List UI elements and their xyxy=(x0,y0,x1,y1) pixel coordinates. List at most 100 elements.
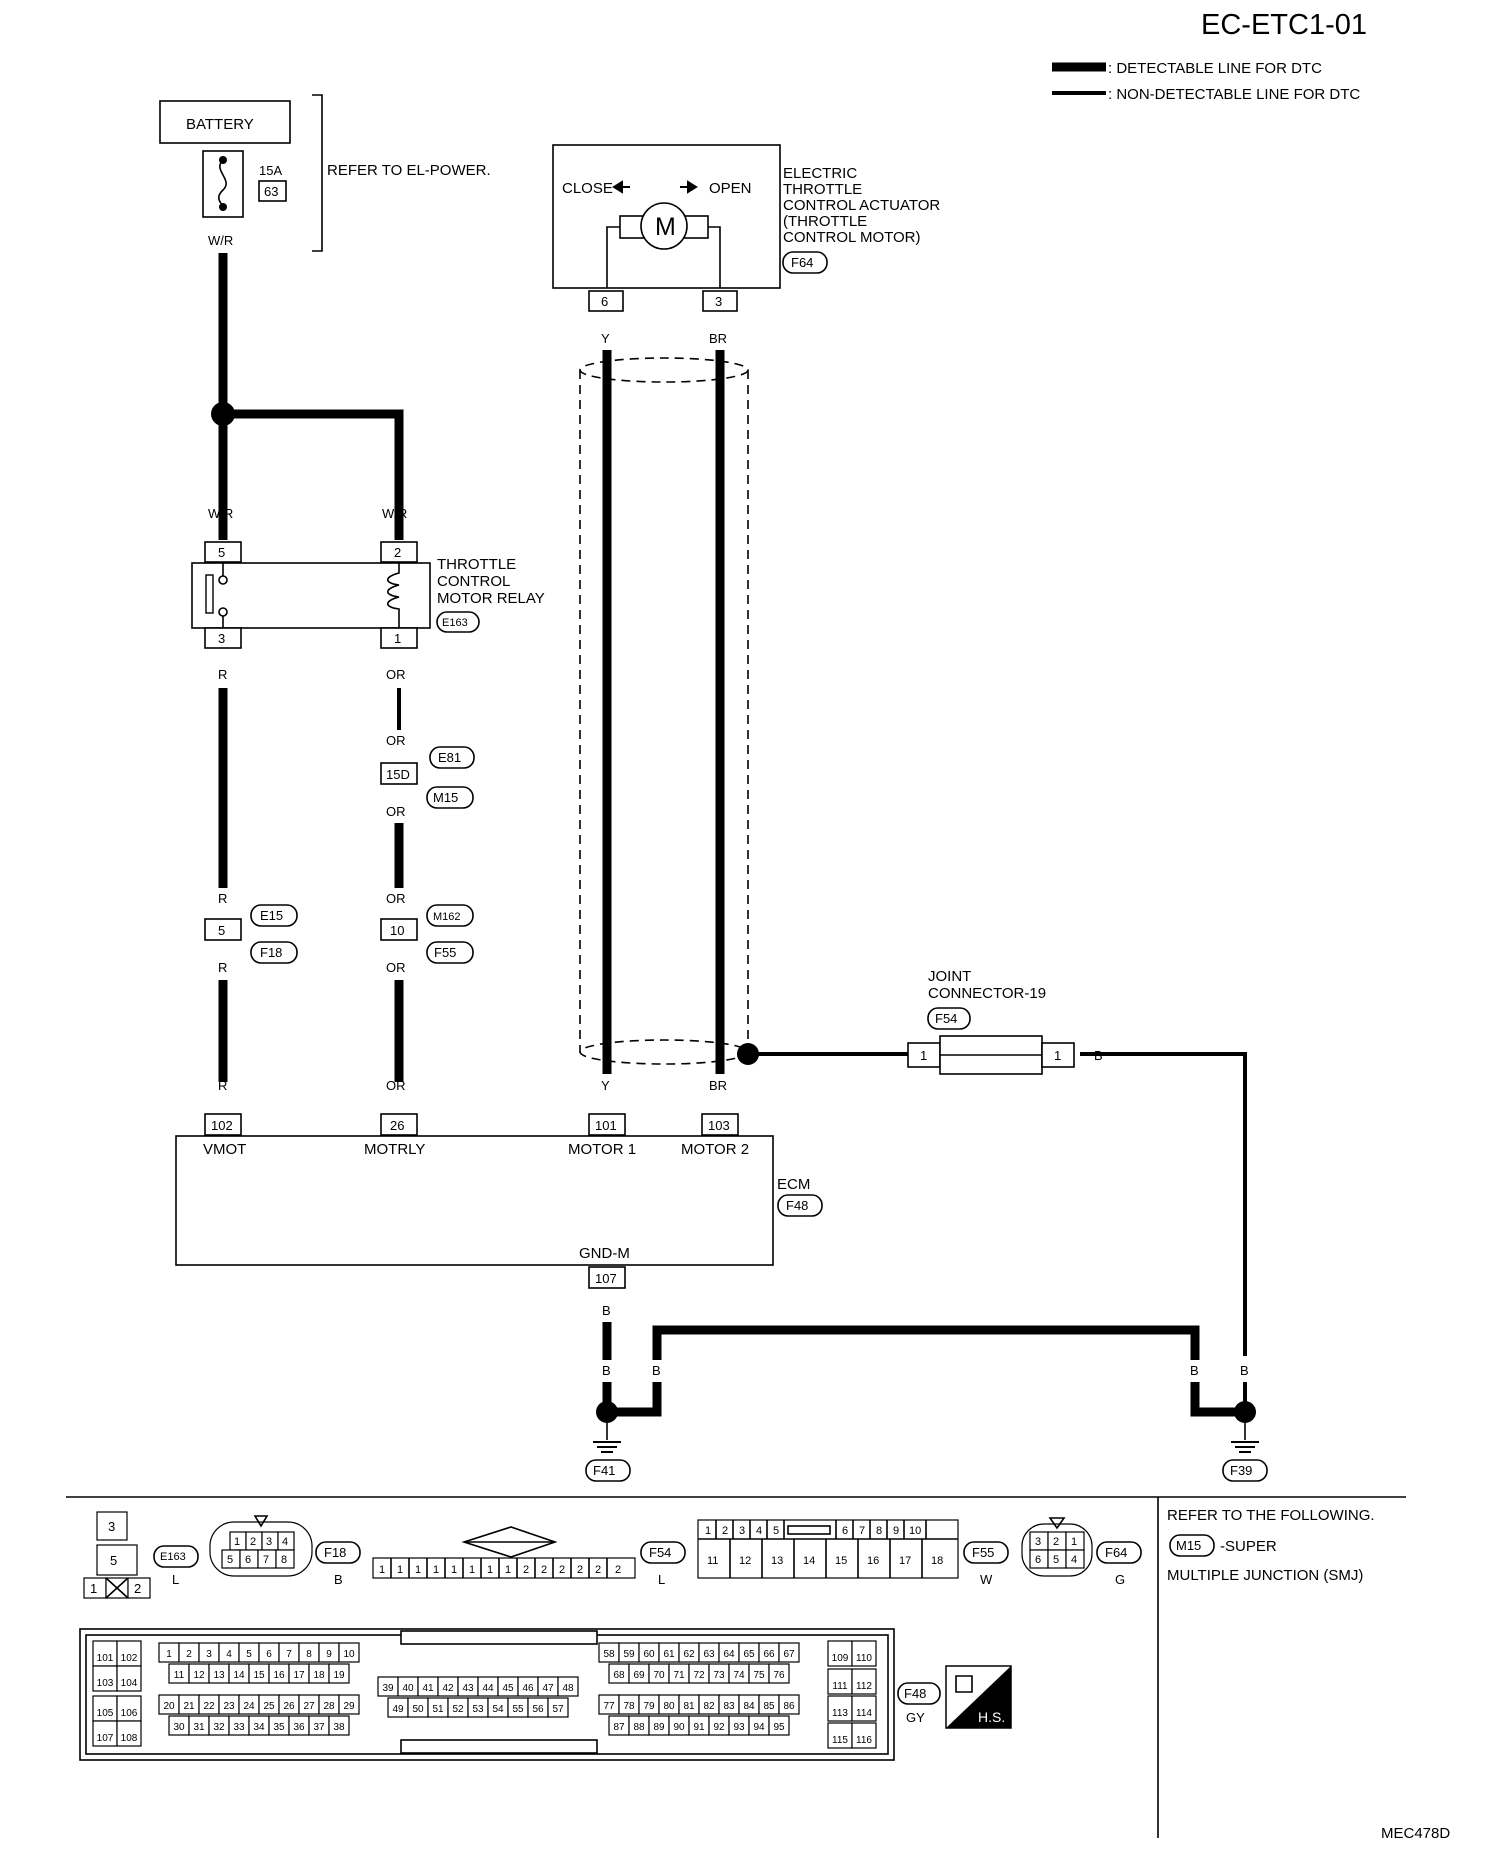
svg-text:109: 109 xyxy=(832,1653,849,1664)
fuse-number: 63 xyxy=(264,184,278,199)
svg-text:80: 80 xyxy=(663,1701,675,1712)
svg-text:78: 78 xyxy=(623,1701,635,1712)
inline-e81-m15-box xyxy=(380,762,418,785)
note-smj-badge xyxy=(1169,1534,1215,1557)
actuator-name-3: CONTROL ACTUATOR xyxy=(783,197,940,214)
relay-pin-2-box xyxy=(380,541,418,563)
wire-color-br-top: BR xyxy=(709,331,727,346)
legend-detectable: : DETECTABLE LINE FOR DTC xyxy=(1108,60,1322,77)
relay-pin-5-box xyxy=(204,541,242,563)
svg-text:1: 1 xyxy=(433,1564,439,1576)
svg-text:17: 17 xyxy=(293,1670,305,1681)
svg-text:6: 6 xyxy=(266,1649,272,1660)
svg-text:77: 77 xyxy=(603,1701,615,1712)
svg-text:30: 30 xyxy=(173,1722,185,1733)
svg-text:93: 93 xyxy=(733,1722,745,1733)
svg-text:M15: M15 xyxy=(433,790,458,805)
svg-text:42: 42 xyxy=(442,1683,454,1694)
svg-text:11: 11 xyxy=(174,1670,185,1681)
svg-text:103: 103 xyxy=(708,1118,730,1133)
fuse-icon xyxy=(217,159,227,207)
svg-text:88: 88 xyxy=(633,1722,645,1733)
svg-text:7: 7 xyxy=(263,1554,269,1566)
svg-text:17: 17 xyxy=(899,1555,911,1567)
actuator-pin-6: 6 xyxy=(601,294,608,309)
actuator-close: CLOSE xyxy=(562,180,613,197)
svg-text:3: 3 xyxy=(206,1649,212,1660)
ecm-gnd-m: GND-M xyxy=(579,1245,630,1262)
svg-text:51: 51 xyxy=(432,1704,444,1715)
svg-text:6: 6 xyxy=(245,1554,251,1566)
relay-pin-5: 5 xyxy=(218,545,225,560)
svg-text:110: 110 xyxy=(856,1653,872,1664)
svg-text:2: 2 xyxy=(595,1564,601,1576)
svg-text:28: 28 xyxy=(323,1701,335,1712)
battery-box xyxy=(159,100,291,144)
svg-text:104: 104 xyxy=(121,1678,138,1689)
svg-text:54: 54 xyxy=(492,1704,504,1715)
svg-text:2: 2 xyxy=(1053,1536,1059,1548)
svg-text:12: 12 xyxy=(193,1670,205,1681)
svg-text:113: 113 xyxy=(832,1708,848,1719)
svg-text:1: 1 xyxy=(415,1564,421,1576)
svg-text:49: 49 xyxy=(392,1704,404,1715)
svg-text:111: 111 xyxy=(832,1681,848,1692)
svg-text:61: 61 xyxy=(663,1649,675,1660)
svg-text:F55: F55 xyxy=(972,1545,994,1560)
svg-text:10: 10 xyxy=(343,1649,355,1660)
wire-color-y-bottom: Y xyxy=(601,1078,610,1093)
joint-connector: F54 xyxy=(935,1011,957,1026)
svg-text:16: 16 xyxy=(867,1555,879,1567)
figure-id: MEC478D xyxy=(1381,1825,1450,1842)
wire-color-r-1: R xyxy=(218,667,227,682)
ground-f39-splice xyxy=(1234,1401,1256,1423)
svg-text:26: 26 xyxy=(390,1118,404,1133)
svg-text:74: 74 xyxy=(733,1670,745,1681)
svg-text:22: 22 xyxy=(203,1701,215,1712)
svg-text:102: 102 xyxy=(211,1118,233,1133)
ecm-pin-107-box xyxy=(588,1266,626,1289)
motor-label: M xyxy=(655,213,676,241)
svg-text:53: 53 xyxy=(472,1704,484,1715)
svg-text:59: 59 xyxy=(623,1649,635,1660)
wire-wr-branch xyxy=(223,409,404,540)
actuator-connector-badge xyxy=(782,251,828,274)
svg-text:31: 31 xyxy=(193,1722,205,1733)
svg-text:72: 72 xyxy=(693,1670,705,1681)
svg-text:102: 102 xyxy=(121,1653,138,1664)
svg-text:63: 63 xyxy=(703,1649,715,1660)
svg-text:55: 55 xyxy=(512,1704,524,1715)
wire-color-or-4: OR xyxy=(386,891,406,906)
svg-text:M15: M15 xyxy=(1176,1538,1201,1553)
connector-view-f18: 1 2 3 4 5 6 7 8 xyxy=(209,1515,313,1577)
svg-text:2: 2 xyxy=(186,1649,192,1660)
svg-text:101: 101 xyxy=(97,1653,114,1664)
badge-f18 xyxy=(250,941,298,964)
wire-color-wr-top: W/R xyxy=(208,233,233,248)
svg-text:18: 18 xyxy=(313,1670,325,1681)
wire-color-r-4: R xyxy=(218,1078,227,1093)
svg-text:35: 35 xyxy=(273,1722,285,1733)
svg-text:5: 5 xyxy=(1053,1554,1059,1566)
actuator-name-1: ELECTRIC xyxy=(783,165,857,182)
actuator-name-2: THROTTLE xyxy=(783,181,862,198)
svg-text:F64: F64 xyxy=(1105,1545,1127,1560)
svg-text:4: 4 xyxy=(756,1525,762,1537)
svg-text:5: 5 xyxy=(246,1649,252,1660)
svg-text:64: 64 xyxy=(723,1649,735,1660)
close-arrow-icon xyxy=(612,180,630,194)
svg-text:103: 103 xyxy=(97,1678,114,1689)
wire-color-r-2: R xyxy=(218,891,227,906)
svg-text:4: 4 xyxy=(226,1649,232,1660)
svg-text:8: 8 xyxy=(306,1649,312,1660)
joint-pin-right: 1 xyxy=(1054,1048,1061,1063)
svg-text:18: 18 xyxy=(931,1555,943,1567)
battery-label: BATTERY xyxy=(186,116,254,133)
svg-text:95: 95 xyxy=(773,1722,785,1733)
svg-text:114: 114 xyxy=(856,1708,872,1719)
page-title: EC-ETC1-01 xyxy=(1201,9,1367,41)
wire-color-b-gnd4: B xyxy=(1190,1363,1199,1378)
svg-text:71: 71 xyxy=(673,1670,685,1681)
